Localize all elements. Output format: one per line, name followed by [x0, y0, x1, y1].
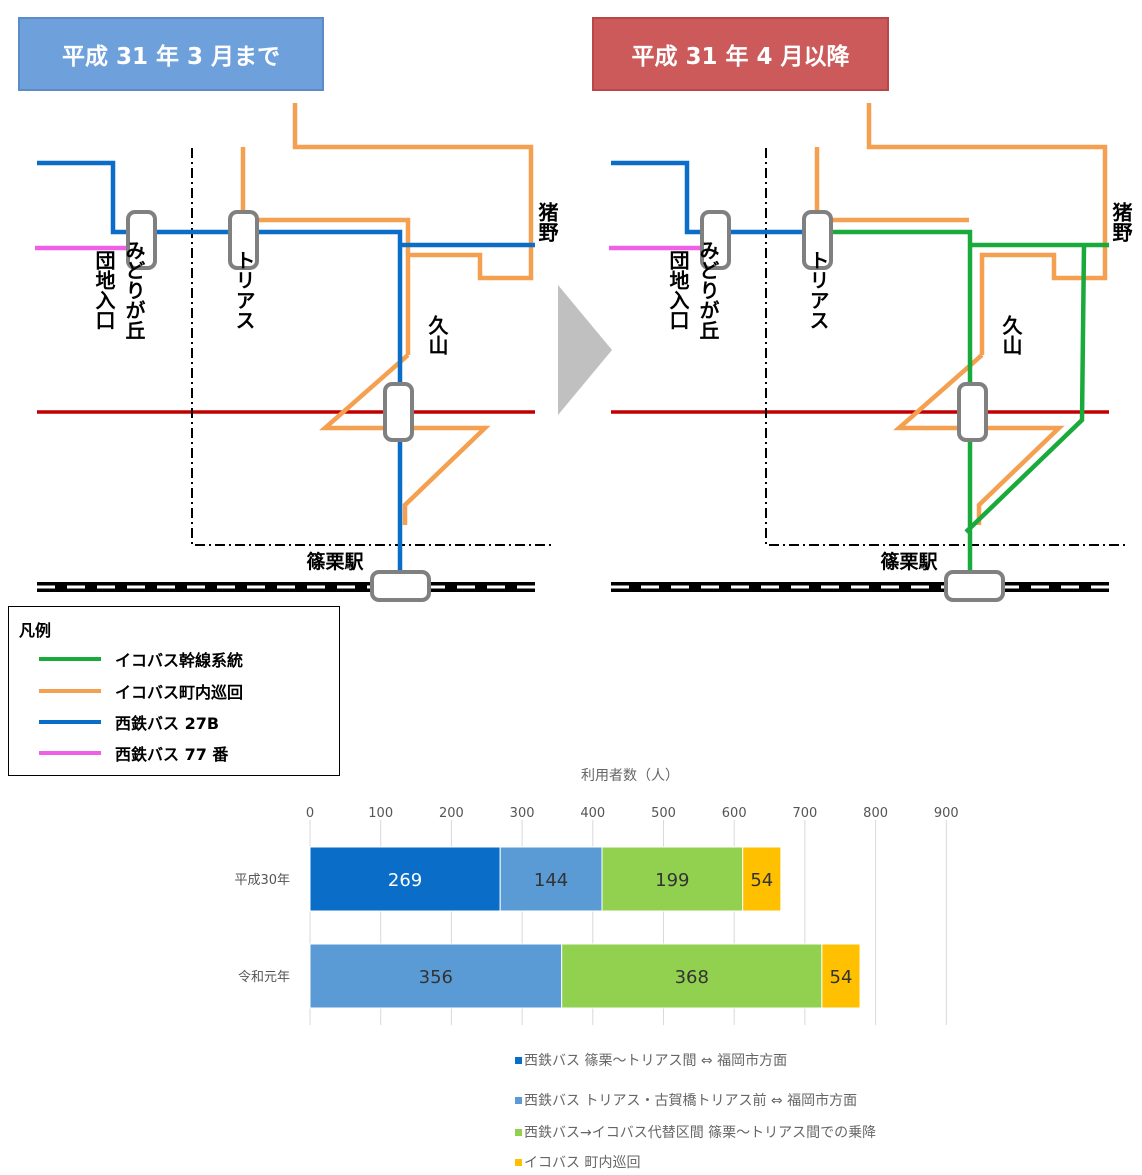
category-label: 令和元年: [238, 970, 290, 985]
transition-arrow: [558, 285, 612, 415]
stacked-bar-chart: 利用者数（人） 0 100 200 300 400 500 600 700 800 900 平成30年…: [234, 768, 959, 1025]
label-sasaguri-station: 篠栗駅: [306, 550, 364, 573]
bar-segment: [499, 846, 603, 912]
legend-swatch: [39, 657, 101, 661]
x-tick-label: 400: [580, 806, 605, 821]
x-tick-label: 300: [510, 806, 535, 821]
circulation-route: [866, 103, 1108, 355]
bar-value-label: 54: [830, 967, 853, 988]
chart-legend-label: 西鉄バス→イコバス代替区間 篠栗～トリアス間での乗降: [524, 1125, 877, 1141]
label-torias: トリアス: [232, 250, 256, 330]
x-tick-label: 700: [792, 806, 817, 821]
legend-swatch: [39, 751, 101, 755]
bar-value-label: 199: [655, 870, 689, 891]
legend-swatch: [39, 720, 101, 724]
area-boundary: [191, 148, 552, 546]
chart-legend-swatch: [515, 1158, 522, 1166]
chart-legend-swatch: [515, 1096, 522, 1104]
chart-legend-item: 西鉄バス→イコバス代替区間 篠栗～トリアス間での乗降: [515, 1122, 876, 1142]
chart-legend-item: 西鉄バス 篠栗～トリアス間 ⇔ 福岡市方面: [515, 1050, 787, 1070]
map-panel-after: 団地入口みどりが丘 トリアス久山 猪野篠栗駅: [609, 103, 1133, 602]
legend-swatch: [39, 689, 101, 693]
x-tick-label: 600: [722, 806, 747, 821]
bar-value-label: 54: [750, 870, 773, 891]
stop-kuyama: [957, 382, 988, 442]
header-before: 平成 31 年 3 月まで: [18, 17, 324, 91]
x-tick-label: 800: [863, 806, 888, 821]
label-kuyama: 久山: [999, 314, 1023, 355]
route-27b-line: [37, 160, 403, 590]
legend-item-77: 西鉄バス 77 番: [39, 742, 228, 764]
trunk-route: [832, 229, 973, 590]
label-danchi-iriguchi: 団地入口: [92, 250, 116, 330]
bar-value-label: 356: [419, 967, 453, 988]
chart-legend-label: イコバス 町内巡回: [524, 1155, 641, 1171]
stop-torias: [802, 210, 833, 270]
bar-segment: [561, 943, 823, 1009]
chart-title: 利用者数（人）: [581, 768, 679, 784]
legend-label: 西鉄バス 27B: [115, 714, 220, 733]
circulation-route: [893, 353, 1065, 525]
stop-torias: [228, 210, 259, 270]
circulation-route: [319, 353, 491, 525]
chart-legend-label: 西鉄バス トリアス・古賀橋トリアス前 ⇔ 福岡市方面: [524, 1093, 858, 1109]
chart-legend-swatch: [515, 1056, 522, 1064]
legend-item-27b: 西鉄バス 27B: [39, 711, 219, 733]
legend-label: イコバス町内巡回: [115, 683, 244, 702]
route-map: 団地入口みどりが丘トリアス久山猪野篠栗駅 団地入口みどりが丘トリアス久山猪野篠栗…: [35, 103, 1133, 602]
map-panel-before: 団地入口みどりが丘 トリアス久山 猪野篠栗駅: [35, 103, 559, 602]
label-kuyama: 久山: [425, 314, 449, 355]
chart-legend-swatch: [515, 1128, 522, 1136]
bar-value-label: 269: [388, 870, 422, 891]
circulation-route: [258, 217, 411, 255]
trunk-route: [964, 244, 1087, 534]
bar-value-label: 144: [534, 870, 568, 891]
legend: 凡例 イコバス幹線系統 イコバス町内巡回 西鉄バス 27B 西鉄バス 77 番: [8, 606, 340, 776]
bar-segment: [821, 943, 861, 1009]
label-midorigaoka: みどりが丘: [122, 240, 146, 340]
legend-title: 凡例: [19, 621, 52, 640]
stop-midorigaoka: [700, 210, 731, 270]
label-torias: トリアス: [806, 250, 830, 330]
stop-sasaguri-station: [944, 570, 1005, 602]
bar-segment: [309, 943, 563, 1009]
stop-kuyama: [383, 382, 414, 442]
label-inono: 猪野: [535, 201, 559, 242]
category-label: 平成30年: [234, 873, 290, 888]
x-tick-label: 100: [368, 806, 393, 821]
stop-midorigaoka: [126, 210, 157, 270]
stop-sasaguri-station: [370, 570, 431, 602]
legend-label: イコバス幹線系統: [115, 651, 244, 670]
x-tick-label: 0: [306, 806, 314, 821]
legend-label: 西鉄バス 77 番: [115, 745, 229, 764]
bar-segment: [309, 846, 501, 912]
circulation-route: [292, 103, 534, 355]
label-inono: 猪野: [1109, 201, 1133, 242]
x-tick-label: 500: [651, 806, 676, 821]
chart-legend-label: 西鉄バス 篠栗～トリアス間 ⇔ 福岡市方面: [524, 1053, 788, 1069]
bar-segment: [742, 846, 782, 912]
header-after: 平成 31 年 4 月以降: [592, 17, 889, 91]
legend-item-circulation: イコバス町内巡回: [39, 680, 243, 702]
x-tick-label: 200: [439, 806, 464, 821]
label-sasaguri-station: 篠栗駅: [880, 550, 938, 573]
chart-legend-item: イコバス 町内巡回: [515, 1152, 640, 1172]
area-boundary: [765, 148, 1126, 546]
x-tick-label: 900: [934, 806, 959, 821]
bar-segment: [601, 846, 744, 912]
legend-item-trunk: イコバス幹線系統: [39, 648, 243, 670]
label-danchi-iriguchi: 団地入口: [666, 250, 690, 330]
usage-chart: 利用者数（人） 0 100 200 300 400 500 600 700 800 900 平成30年…: [160, 750, 1120, 1175]
bar-value-label: 368: [675, 967, 709, 988]
route-27b-line: [611, 160, 809, 235]
chart-legend-item: 西鉄バス トリアス・古賀橋トリアス前 ⇔ 福岡市方面: [515, 1090, 857, 1110]
label-midorigaoka: みどりが丘: [696, 240, 720, 340]
